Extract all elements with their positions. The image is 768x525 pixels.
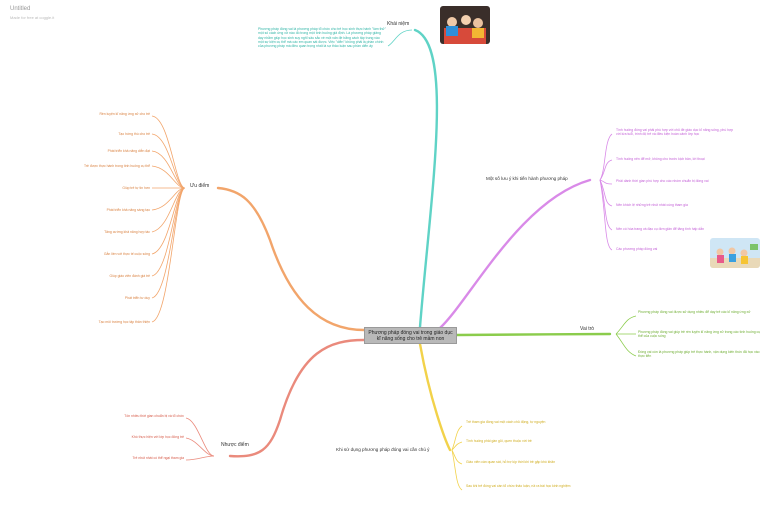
quy-trinh-leaf-6: Các phương pháp đóng vai [616,247,658,251]
ket-qua-leaf-1: Trẻ tham gia đóng vai một cách chủ động,… [466,420,546,424]
classroom-photo-1 [440,6,490,44]
branch-khai-niem[interactable]: Khái niệm [387,21,410,27]
map-title: Untitled [10,6,31,12]
uu-diem-leaf-11: Tạo môi trường học tập thân thiện [98,320,150,324]
link-khai-niem-leaf [387,29,413,47]
uu-diem-leaf-9: Giúp giáo viên đánh giá trẻ [109,274,150,278]
nhuoc-diem-leaf-3: Trẻ nhút nhát có thể ngại tham gia [132,456,184,460]
classroom-photo-2 [710,238,760,268]
uu-diem-leaf-7: Tăng cường khả năng hợp tác [104,230,150,234]
nhuoc-diem-leaf-2: Khó thực hiện với lớp học đông trẻ [131,435,184,439]
uu-diem-leaf-8: Gắn liền với thực tế cuộc sống [103,252,150,256]
ket-qua-leaf-3: Giáo viên cần quan sát, hỗ trợ kịp thời … [466,460,556,464]
quy-trinh-leaf-1: Tình huống đóng vai phải phù hợp với chủ… [616,128,734,137]
link-nhuoc-diem [228,338,366,458]
ket-qua-leaf-2: Tình huống phải gần gũi, quen thuộc với … [466,439,532,443]
uu-diem-leaf-10: Phát triển tư duy [124,296,150,300]
link-ket-qua [418,342,452,452]
branch-vai-tro[interactable]: Vai trò [580,326,595,332]
uu-diem-leaf-4: Trẻ được thực hành trong tình huống cụ t… [83,164,150,168]
branch-uu-diem[interactable]: Ưu điểm [190,183,210,189]
quy-trinh-leaf-3: Phải dành thời gian phù hợp cho các nhóm… [616,179,709,183]
vai-tro-leaf-3: Đóng vai còn là phương pháp giúp trẻ thự… [638,350,760,359]
uu-diem-leaf-3: Phát triển khả năng diễn đạt [107,149,150,153]
link-khai-niem [413,28,439,329]
uu-diem-leaf-2: Tạo hứng thú cho trẻ [118,132,150,136]
uu-diem-leaf-6: Phát triển khả năng sáng tạo [106,208,150,212]
quy-trinh-leaf-2: Tình huống nên để mở, không cho trước kị… [616,157,705,161]
link-uu-diem [216,186,366,332]
uu-diem-leaf-1: Rèn luyện kĩ năng ứng xử cho trẻ [99,112,150,116]
branch-nhuoc-diem[interactable]: Nhược điểm [221,442,249,448]
vai-tro-leaf-1: Phương pháp đóng vai được sử dụng nhiều … [638,310,751,314]
quy-trinh-leaf-4: Nên khích lệ những trẻ nhút nhát cùng th… [616,203,688,207]
map-subtitle: Made for free at coggle.it [10,15,55,20]
vai-tro-leaf-2: Phương pháp đóng vai giúp trẻ rèn luyện … [638,330,761,339]
central-topic[interactable]: Phương pháp đóng vai trong giáo dục kĩ n… [364,327,457,344]
uu-diem-leaf-5: Giúp trẻ tự tin hơn [122,186,150,190]
quy-trinh-leaf-5: Nên có hóa trang và đạo cụ đơn giản để t… [616,227,704,231]
link-vai-tro [455,332,612,337]
khai-niem-leaf-1: Phương pháp đóng vai là phương pháp tổ c… [258,27,386,49]
link-quy-trinh [438,178,592,330]
nhuoc-diem-leaf-1: Tốn nhiều thời gian chuẩn bị và tổ chức [124,414,184,418]
ket-qua-leaf-4: Sau khi trẻ đóng vai cần tổ chức thảo lu… [466,484,571,488]
branch-quy-trinh[interactable]: Một số lưu ý khi tiến hành phương pháp [486,176,568,181]
branch-ket-qua[interactable]: Khi sử dụng phương pháp đóng vai cần chú… [336,447,430,452]
